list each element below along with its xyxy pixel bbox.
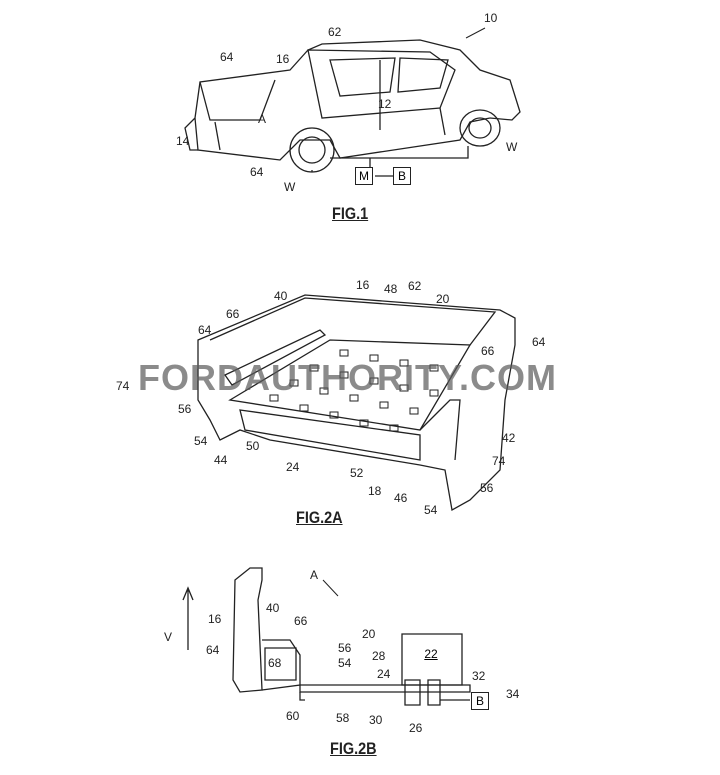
battery-box: B — [471, 692, 489, 710]
ref-label: 14 — [176, 134, 190, 148]
ref-label: 64 — [532, 335, 546, 349]
ref-label: 26 — [409, 721, 423, 735]
ref-label: 20 — [362, 627, 376, 641]
ref-label: 66 — [294, 614, 308, 628]
ref-label: A — [258, 112, 267, 126]
ref-label: 66 — [481, 344, 495, 358]
motor-box: M — [355, 167, 373, 185]
truck-bed-drawing — [197, 294, 516, 512]
ref-label: V — [164, 630, 173, 644]
ref-label: 48 — [384, 282, 398, 296]
ref-label: 30 — [369, 713, 383, 727]
ref-label: 24 — [377, 667, 391, 681]
ref-label: 32 — [472, 669, 486, 683]
ref-label: 54 — [194, 434, 208, 448]
ref-label: 42 — [502, 431, 516, 445]
battery-box: B — [393, 167, 411, 185]
ref-label: 28 — [372, 649, 386, 663]
ref-label: 58 — [336, 711, 350, 725]
ref-label: 52 — [350, 466, 364, 480]
ref-label: 62 — [328, 25, 342, 39]
ref-label: 64 — [220, 50, 234, 64]
ref-label: 62 — [408, 279, 422, 293]
ref-label: 24 — [286, 460, 300, 474]
ref-label: 40 — [266, 601, 280, 615]
ref-label: 16 — [276, 52, 290, 66]
ref-label: 66 — [226, 307, 240, 321]
ref-label: 10 — [484, 11, 498, 25]
ref-label: 64 — [250, 165, 264, 179]
ref-label: 74 — [116, 379, 130, 393]
ref-label: 68 — [268, 656, 282, 670]
ref-label: 34 — [506, 687, 520, 701]
truck-drawing — [184, 27, 521, 177]
ref-label: 12 — [378, 97, 392, 111]
component-22-label: 22 — [424, 647, 438, 661]
ref-label: 16 — [356, 278, 370, 292]
ref-label: A — [310, 568, 319, 582]
ref-label: W — [284, 180, 296, 194]
ref-label: 40 — [274, 289, 288, 303]
ref-label: 44 — [214, 453, 228, 467]
watermark: FORDAUTHORITY.COM — [138, 357, 557, 398]
ref-label: 18 — [368, 484, 382, 498]
ref-label: 54 — [424, 503, 438, 517]
ref-label: W — [506, 140, 518, 154]
ref-label: 64 — [206, 643, 220, 657]
ref-label: 74 — [492, 454, 506, 468]
figure-caption: FIG.1 — [332, 204, 369, 223]
ref-label: 54 — [338, 656, 352, 670]
ref-label: 64 — [198, 323, 212, 337]
figure-caption: FIG.2B — [330, 739, 377, 758]
ref-label: 50 — [246, 439, 260, 453]
ref-label: 16 — [208, 612, 222, 626]
ref-label: 20 — [436, 292, 450, 306]
cross-section-drawing — [182, 567, 471, 706]
ref-label: 56 — [338, 641, 352, 655]
ref-label: 46 — [394, 491, 408, 505]
figure-caption: FIG.2A — [296, 508, 343, 527]
ref-label: 56 — [480, 481, 494, 495]
ref-label: 56 — [178, 402, 192, 416]
ref-label: 60 — [286, 709, 300, 723]
